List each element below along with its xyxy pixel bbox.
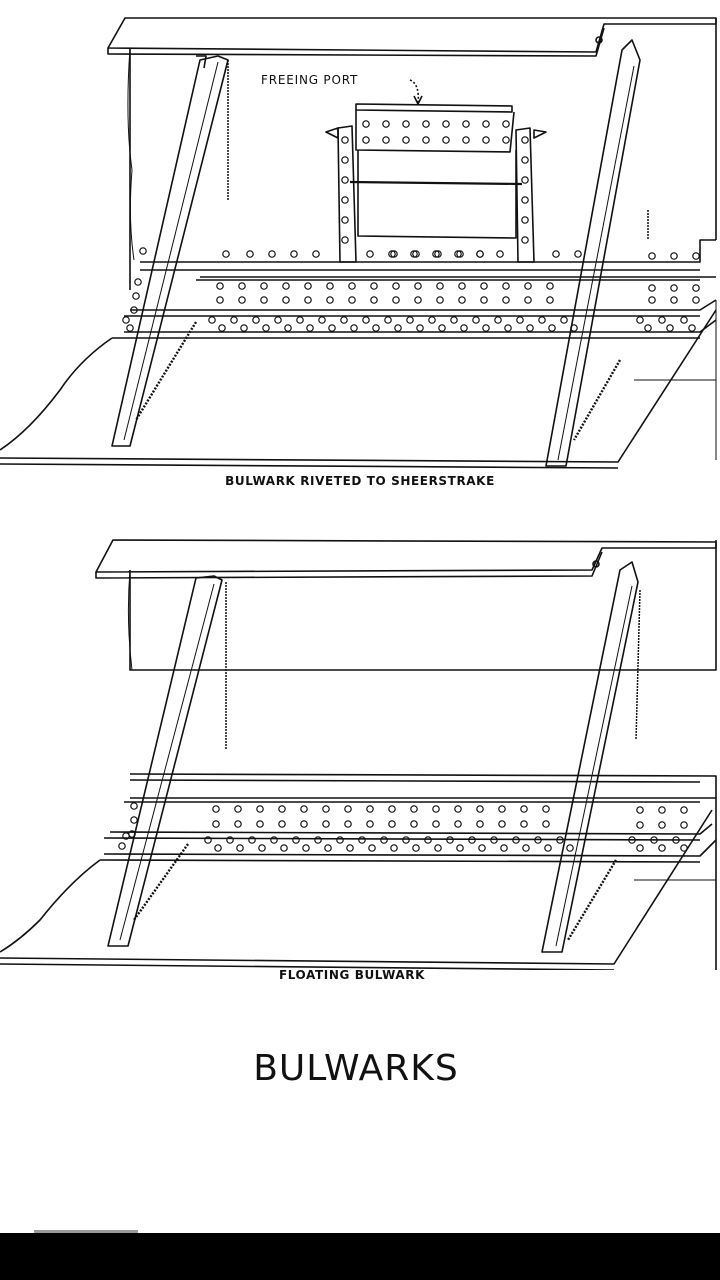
navigation-bar xyxy=(0,1233,720,1280)
rivets xyxy=(118,802,688,852)
floating-bulwark-drawing xyxy=(0,539,717,970)
diagram-bulwark-riveted: FREEING PORT xyxy=(0,0,720,470)
caption-riveted-bulwark: BULWARK RIVETED TO SHEERSTRAKE xyxy=(225,474,495,488)
rivets xyxy=(122,120,700,332)
scroll-indicator xyxy=(34,1230,138,1233)
page-title: BULWARKS xyxy=(253,1048,459,1089)
freeing-port-drawing xyxy=(325,79,547,263)
diagram-floating-bulwark xyxy=(0,520,720,970)
riveted-bulwark-drawing xyxy=(0,17,717,469)
freeing-port-label: FREEING PORT xyxy=(261,73,359,87)
caption-floating-bulwark: FLOATING BULWARK xyxy=(278,968,426,982)
